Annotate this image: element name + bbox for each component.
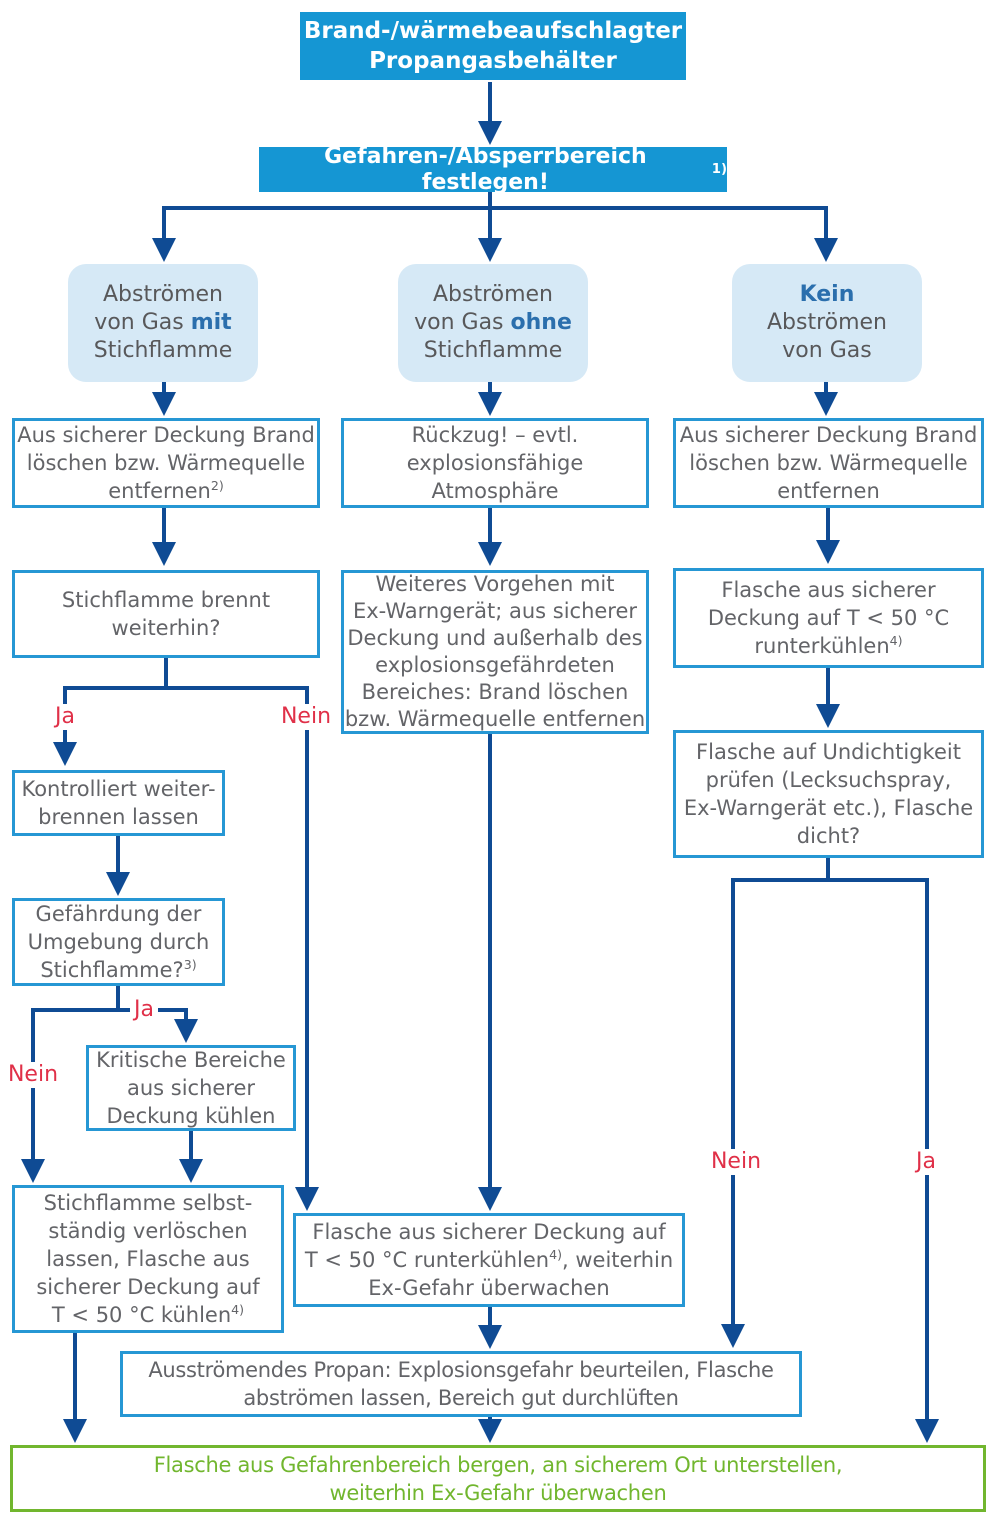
branch-gas-without-flame: Abströmen von Gas ohne Stichflamme [398, 264, 588, 382]
label-ja-cylinder-tight: Ja [912, 1149, 940, 1175]
highlight-kein: Kein [799, 282, 855, 307]
box-text: Kontrolliert weiter-brennen lassen [21, 777, 216, 829]
footnote-4: 4) [889, 633, 903, 648]
label-nein-danger-surroundings: Nein [3, 1062, 63, 1088]
branch-line: Kein Abströmen von Gas [766, 282, 888, 363]
label-nein-flame-burning: Nein [276, 704, 336, 730]
branch-no-gas-outflow: Kein Abströmen von Gas [732, 264, 922, 382]
assess-explosion-hazard-node: Ausströmendes Propan: Explosionsgefahr b… [120, 1351, 802, 1417]
highlight-mit: mit [190, 310, 232, 335]
label-ja-flame-burning: Ja [51, 704, 79, 730]
branch-line: Abströmen von Gas mit Stichflamme [93, 282, 233, 363]
footnote-4: 4) [549, 1247, 563, 1262]
box-text: Flasche aus Gefahrenbereich bergen, an s… [153, 1452, 843, 1505]
footnote-2: 2) [210, 478, 224, 493]
branch-gas-with-flame: Abströmen von Gas mit Stichflamme [68, 264, 258, 382]
box-text: Ausströmendes Propan: Explosionsgefahr b… [148, 1358, 774, 1410]
recover-cylinder-final-node: Flasche aus Gefahrenbereich bergen, an s… [10, 1445, 986, 1512]
define-danger-zone-text: Gefahren-/Absperrbereich festlegen! [324, 143, 647, 195]
branch-line: Abströmen von Gas ohne Stichflamme [414, 282, 572, 363]
footnote-3: 3) [183, 957, 197, 972]
controlled-burning-node: Kontrolliert weiter-brennen lassen [12, 770, 225, 836]
define-danger-zone-node: Gefahren-/Absperrbereich festlegen!1) [259, 144, 727, 195]
label-ja-danger-surroundings: Ja [130, 997, 158, 1023]
footnote-4: 4) [231, 1302, 245, 1317]
label-nein-cylinder-tight: Nein [706, 1149, 766, 1175]
highlight-ohne: ohne [510, 310, 572, 335]
cool-cylinder-monitor-ex-node: Flasche aus sicherer Deckung auf T < 50 … [293, 1213, 685, 1307]
box-text: Flasche aus sicherer Deckung auf T < 50 … [304, 1220, 674, 1300]
